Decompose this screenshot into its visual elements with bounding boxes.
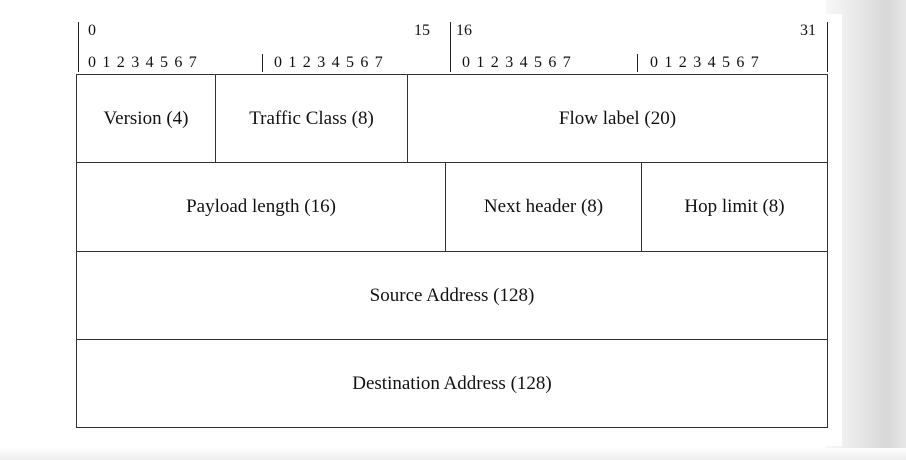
ruler-left-bar (78, 22, 79, 72)
ruler-bit-0: 0 (88, 22, 96, 39)
ruler-octet-3: 0 1 2 3 4 5 6 7 (462, 54, 572, 71)
ruler-bit-15: 15 (414, 22, 430, 39)
field-traffic-class: Traffic Class (8) (249, 107, 374, 129)
ruler-octet-1: 0 1 2 3 4 5 6 7 (88, 54, 198, 71)
ruler-octet-divider-1 (262, 54, 263, 72)
bit-ruler: 0 15 16 31 0 1 2 3 4 5 6 7 0 1 2 3 4 5 6… (78, 20, 828, 74)
row2-divider-b (641, 162, 642, 251)
ipv6-header-diagram: Version (4) Traffic Class (8) Flow label… (76, 74, 828, 428)
row2-divider-a (445, 162, 446, 251)
field-destination-address: Destination Address (128) (352, 372, 552, 394)
field-payload-length: Payload length (16) (186, 196, 336, 217)
row-divider-2 (77, 251, 827, 252)
ruler-octet-divider-2 (637, 54, 638, 72)
background-streak (0, 448, 906, 460)
field-version: Version (4) (103, 107, 189, 129)
diagram-panel (57, 14, 842, 446)
row1-divider-b (407, 75, 408, 162)
field-source-address: Source Address (128) (369, 284, 535, 306)
ruler-mid-bar (450, 22, 451, 72)
field-next-header: Next header (8) (483, 196, 604, 217)
ruler-bit-16: 16 (456, 22, 472, 39)
row1-divider-a (215, 75, 216, 162)
ruler-right-bar (827, 22, 828, 72)
ruler-bit-31: 31 (800, 22, 816, 39)
field-flow-label: Flow label (20) (558, 107, 677, 129)
ruler-octet-4: 0 1 2 3 4 5 6 7 (650, 54, 760, 71)
ruler-octet-2: 0 1 2 3 4 5 6 7 (274, 54, 384, 71)
field-hop-limit: Hop limit (8) (684, 196, 785, 217)
row-divider-3 (77, 339, 827, 340)
row-divider-1 (77, 162, 827, 163)
